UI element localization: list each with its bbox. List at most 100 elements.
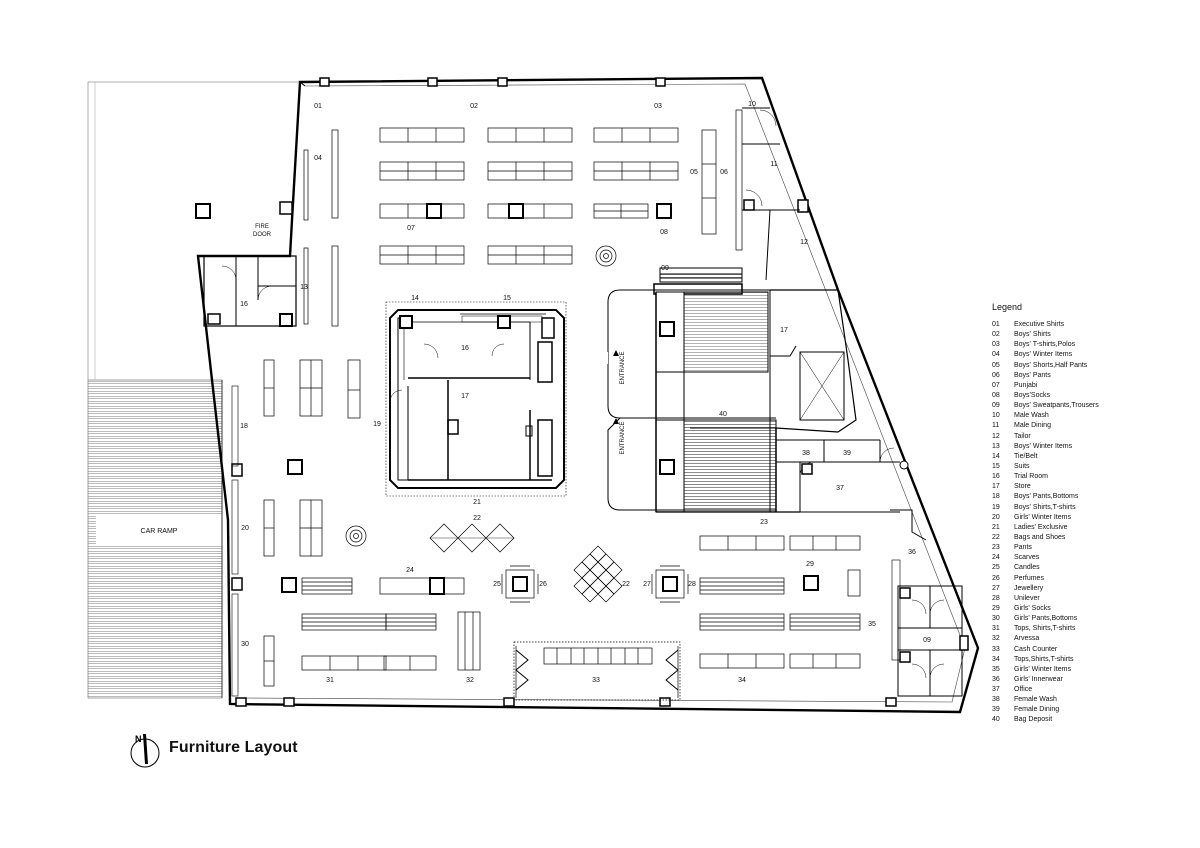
legend-item-label: Boys'Socks bbox=[1014, 391, 1050, 399]
legend-item-label: Office bbox=[1014, 686, 1033, 694]
legend-item-label: Bags and Shoes bbox=[1014, 533, 1066, 541]
legend-item-label: Tie/Belt bbox=[1014, 452, 1038, 460]
top-shelving bbox=[379, 109, 743, 265]
legend-item-number: 20 bbox=[992, 513, 1000, 521]
zone-32-label: 32 bbox=[466, 677, 474, 684]
legend-item-label: Boys' Shirts,T-shirts bbox=[1014, 503, 1076, 511]
zone-28-label: 28 bbox=[688, 581, 696, 588]
legend-item-label: Jewellery bbox=[1014, 584, 1044, 592]
legend-item: 22 Bags and Shoes bbox=[992, 533, 1192, 543]
zone-17-label-center: 17 bbox=[461, 393, 469, 400]
legend-item-number: 11 bbox=[992, 422, 1000, 430]
zone-22-label-left: 22 bbox=[473, 515, 481, 522]
legend-item-number: 21 bbox=[992, 523, 1000, 531]
zone-25-label: 25 bbox=[493, 581, 501, 588]
legend-item-label: Girls' Winter Items bbox=[1014, 513, 1071, 521]
legend-item: 37 Office bbox=[992, 685, 1192, 695]
zone-24-label: 24 bbox=[406, 567, 414, 574]
legend-item-number: 30 bbox=[992, 615, 1000, 623]
legend-item-label: Male Dining bbox=[1014, 422, 1051, 430]
zone-21-label: 21 bbox=[473, 499, 481, 506]
entrance-arrow-icons bbox=[613, 350, 619, 424]
zone-31-label: 31 bbox=[326, 677, 334, 684]
zone-07-label: 07 bbox=[407, 225, 415, 232]
legend-item-number: 13 bbox=[992, 442, 1000, 450]
legend-item-number: 26 bbox=[992, 574, 1000, 582]
zone-labels: 01 02 03 04 05 06 07 08 09 09 10 11 12 1… bbox=[240, 101, 931, 684]
zone-23-label: 23 bbox=[760, 519, 768, 526]
legend-item-number: 14 bbox=[992, 452, 1000, 460]
zone-19-label: 19 bbox=[373, 421, 381, 428]
legend-item-number: 37 bbox=[992, 686, 1000, 694]
car-ramp-label: CAR RAMP bbox=[141, 528, 178, 535]
legend-item-label: Female Wash bbox=[1014, 696, 1057, 704]
legend-item-number: 02 bbox=[992, 331, 1000, 339]
zone-06-label: 06 bbox=[720, 169, 728, 176]
legend-item-number: 25 bbox=[992, 564, 1000, 572]
zone-14-label: 14 bbox=[411, 295, 419, 302]
legend-item-label: Scarves bbox=[1014, 554, 1040, 562]
legend-item: 13 Boys' Winter Items bbox=[992, 442, 1192, 452]
left-columns bbox=[281, 459, 303, 593]
zone-22-label-right: 22 bbox=[622, 581, 630, 588]
zone-30-label: 30 bbox=[241, 641, 249, 648]
escalator-block bbox=[600, 267, 857, 513]
legend-item-label: Female Dining bbox=[1014, 706, 1060, 714]
legend-item-number: 10 bbox=[992, 412, 1000, 420]
zone-02-label: 02 bbox=[470, 103, 478, 110]
zone-03-label: 03 bbox=[654, 103, 662, 110]
legend-item-number: 22 bbox=[992, 533, 1000, 541]
display-round-top bbox=[595, 245, 617, 267]
zone-05-label: 05 bbox=[690, 169, 698, 176]
legend-item-label: Pants bbox=[1014, 544, 1032, 552]
zone-15-label: 15 bbox=[503, 295, 511, 302]
legend-item-number: 35 bbox=[992, 665, 1000, 673]
legend-item-label: Boys' Winter Items bbox=[1014, 442, 1073, 450]
legend-item-number: 07 bbox=[992, 381, 1000, 389]
central-enclosure bbox=[385, 301, 567, 497]
escalator-columns bbox=[659, 321, 675, 475]
legend-item: 29 Girls' Socks bbox=[992, 604, 1192, 614]
legend-item-label: Boys' Pants,Bottoms bbox=[1014, 493, 1079, 501]
fitting-rooms-right bbox=[890, 509, 969, 697]
zone-01-label: 01 bbox=[314, 103, 322, 110]
legend-item-number: 17 bbox=[992, 483, 1000, 491]
legend-item-label: Tops, Shirts,T-shirts bbox=[1014, 625, 1076, 633]
zone-33-label: 33 bbox=[592, 677, 600, 684]
legend-item: 18 Boys' Pants,Bottoms bbox=[992, 492, 1192, 502]
entrance-label-upper: ENTRANCE bbox=[620, 351, 626, 384]
legend-item-number: 29 bbox=[992, 604, 1000, 612]
zone-17-label-right: 17 bbox=[780, 327, 788, 334]
legend-item-number: 01 bbox=[992, 321, 1000, 328]
legend-item-number: 24 bbox=[992, 554, 1000, 562]
zone-12-label: 12 bbox=[800, 239, 808, 246]
legend-item-label: Punjabi bbox=[1014, 381, 1038, 389]
zone-26-label: 26 bbox=[539, 581, 547, 588]
entrance-label-lower: ENTRANCE bbox=[620, 421, 626, 454]
legend-item-label: Store bbox=[1014, 483, 1031, 491]
legend-item-label: Cash Counter bbox=[1014, 645, 1058, 653]
legend-item-label: Girls' Socks bbox=[1014, 604, 1051, 612]
zone-39-label: 39 bbox=[843, 450, 851, 457]
legend-item-number: 34 bbox=[992, 655, 1000, 663]
legend-item-label: Tailor bbox=[1014, 432, 1031, 440]
legend-item-label: Boys' Shorts,Half Pants bbox=[1014, 361, 1088, 369]
legend-item-number: 18 bbox=[992, 493, 1000, 501]
